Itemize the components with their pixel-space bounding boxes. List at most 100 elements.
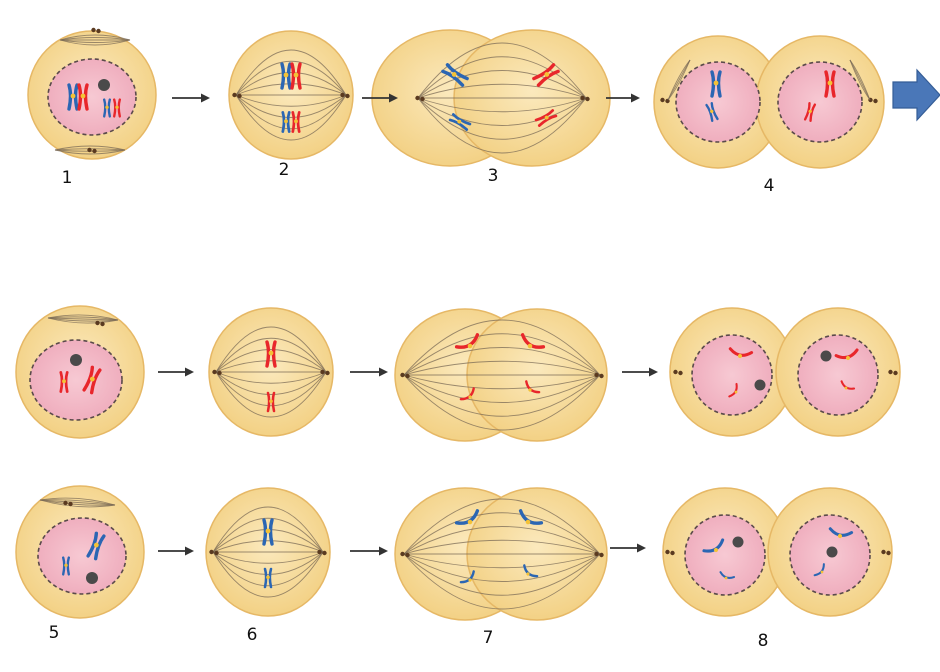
centromere: [284, 119, 288, 123]
arrow-head: [631, 94, 640, 103]
chromatid: [719, 72, 721, 96]
stage-row2-c-cell: [395, 309, 607, 441]
arrow-head: [379, 547, 388, 556]
nucleus: [48, 59, 136, 135]
centriole: [599, 553, 603, 557]
stage-row2-b-cell: [209, 308, 333, 436]
chromatid: [712, 72, 714, 96]
centriole: [873, 99, 877, 103]
centriole: [91, 28, 95, 32]
chromatid: [114, 100, 115, 117]
chromatid: [270, 569, 271, 587]
stage-label-3: 3: [488, 166, 499, 186]
stage-label-1: 1: [62, 168, 73, 188]
chromatid: [61, 372, 62, 391]
centriole: [678, 371, 682, 375]
chromatid: [283, 112, 284, 131]
centriole: [100, 322, 104, 326]
centriole: [599, 374, 603, 378]
centriole: [594, 373, 598, 377]
chromatid: [63, 558, 64, 575]
centriole: [87, 148, 91, 152]
centromere: [105, 106, 108, 109]
chromatid: [79, 85, 81, 109]
centriole: [580, 96, 584, 100]
centriole: [232, 93, 236, 97]
centromere: [714, 81, 719, 86]
centromere: [269, 399, 273, 403]
centriole: [405, 553, 409, 557]
chromatid: [76, 85, 78, 109]
nucleolus: [755, 380, 766, 391]
chromatid: [282, 64, 284, 88]
centromere: [115, 106, 118, 109]
nucleolus: [86, 572, 98, 584]
chromatid: [66, 372, 67, 391]
arrow-head: [201, 94, 210, 103]
arrow-head: [379, 368, 388, 377]
centriole: [68, 502, 72, 506]
centromere: [266, 575, 270, 579]
centriole: [415, 96, 419, 100]
chromatid: [292, 64, 294, 88]
next-arrow-icon: [893, 70, 940, 120]
centriole: [886, 551, 890, 555]
centromere: [294, 119, 298, 123]
centriole: [585, 97, 589, 101]
centromere: [64, 564, 67, 567]
chromatid: [267, 342, 269, 366]
arrow-head: [185, 368, 194, 377]
stage-label-7: 7: [483, 628, 494, 648]
centriole: [345, 94, 349, 98]
centriole: [893, 371, 897, 375]
chromatid: [293, 112, 294, 131]
centromere: [294, 73, 299, 78]
chromatid: [273, 393, 274, 411]
centriole: [420, 97, 424, 101]
arrow-head: [637, 544, 646, 553]
chromatid: [288, 112, 289, 131]
chromatid: [271, 520, 273, 544]
arrow-head: [649, 368, 658, 377]
nucleolus: [821, 351, 832, 362]
nucleus: [798, 335, 878, 415]
nucleolus: [98, 79, 110, 91]
centromere: [81, 94, 86, 99]
chromatid: [119, 100, 120, 117]
centriole: [881, 550, 885, 554]
arrow-head: [185, 547, 194, 556]
nucleus: [692, 335, 772, 415]
nucleus: [30, 340, 122, 420]
centriole: [209, 550, 213, 554]
centromere: [266, 529, 271, 534]
centriole: [670, 551, 674, 555]
nucleolus: [733, 537, 744, 548]
centriole: [660, 98, 664, 102]
chromatid: [298, 112, 299, 131]
nucleolus: [70, 354, 82, 366]
centriole: [96, 29, 100, 33]
chromatid: [109, 100, 110, 117]
centriole: [400, 373, 404, 377]
stage-6-cell: [206, 488, 330, 616]
chromatid: [299, 64, 301, 88]
nucleus: [778, 62, 862, 142]
stage-3-cell: [372, 30, 610, 166]
chromatid: [86, 85, 88, 109]
centriole: [92, 149, 96, 153]
centriole: [317, 550, 321, 554]
centromere: [71, 94, 76, 99]
stage-2-cell: [229, 31, 353, 159]
centriole: [665, 550, 669, 554]
chromatid: [833, 72, 835, 96]
chromatid: [265, 569, 266, 587]
centriole: [63, 501, 67, 505]
chromatid: [69, 85, 71, 109]
stage-5-cell: [16, 486, 144, 618]
nucleus: [38, 518, 126, 594]
centriole: [217, 371, 221, 375]
centriole: [214, 551, 218, 555]
nucleus: [685, 515, 765, 595]
centriole: [673, 370, 677, 374]
centriole: [340, 93, 344, 97]
